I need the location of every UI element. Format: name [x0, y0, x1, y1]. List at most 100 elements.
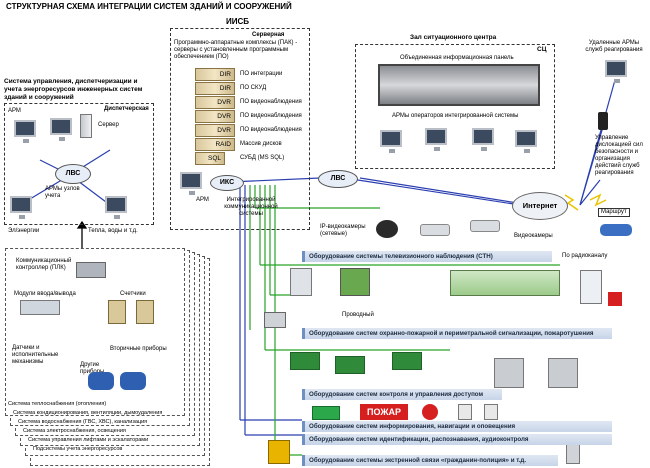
- row-label-5: ПО видеонаблюдения: [240, 127, 302, 133]
- wired-label: Проводный: [342, 312, 374, 318]
- fire-sign: ПОЖАР: [360, 404, 408, 420]
- arm-monitor-1: [14, 120, 36, 143]
- iisb-title: ИИСБ: [226, 17, 250, 26]
- iks-arm-monitor: [180, 172, 202, 195]
- flowmeter-1: [88, 372, 114, 390]
- server-box: [80, 114, 92, 138]
- remote-arms-label: Удаленные АРМы служб реагирования: [585, 40, 643, 53]
- row-label-4: ПО видеонаблюдения: [240, 113, 302, 119]
- cable-device-icon: [264, 312, 286, 328]
- operator-monitor-4: [515, 130, 537, 153]
- operator-monitor-2: [425, 128, 447, 151]
- row-tag-7: SQL: [207, 155, 221, 162]
- route-label: Маршрут: [598, 208, 630, 217]
- control-panel-icon: [290, 268, 312, 296]
- row-tag-3: DVR: [217, 99, 231, 106]
- remote-monitor: [605, 60, 627, 83]
- access-controller-2: [335, 356, 365, 374]
- bar-notify: Оборудование систем информирования, нави…: [302, 421, 612, 432]
- row-label-1: ПО интеграции: [240, 71, 283, 77]
- perimeter-image: [450, 270, 560, 296]
- heat-monitor: [105, 196, 127, 219]
- el-energy-label: Эл/энергии: [8, 228, 40, 234]
- access-controller-1: [290, 352, 320, 370]
- turnstile-icon: [494, 358, 524, 388]
- mobile-phone-icon: [598, 112, 608, 130]
- io-module-device: [20, 300, 60, 315]
- panel-label: Объединенная информационная панель: [400, 55, 514, 61]
- bar-fire-security: Оборудование систем охранно-пожарной и п…: [302, 328, 612, 339]
- operators-label: АРМы операторов интегрированной системы: [392, 113, 519, 119]
- heat-label: Тепла, воды и т.д.: [88, 228, 138, 234]
- ipcam-label: IP-видеокамеры (сетевые): [320, 224, 366, 237]
- video-camera-icon: [470, 220, 500, 232]
- remote-control-label: Управление дислокацией сил безопасности …: [595, 135, 643, 176]
- iks-node: ИКС: [210, 175, 244, 191]
- meter-1: [108, 300, 126, 324]
- access-controller-3: [392, 352, 422, 370]
- bar-cctv: Оборудование системы телевизионного набл…: [302, 251, 552, 262]
- speaker-icon: [458, 404, 472, 420]
- iisb-frame: [170, 28, 310, 230]
- page-title: СТРУКТУРНАЯ СХЕМА ИНТЕГРАЦИИ СИСТЕМ ЗДАН…: [6, 2, 292, 11]
- ip-camera-icon: [420, 224, 450, 236]
- el-energy-monitor: [10, 196, 32, 219]
- meters-label: Счетчики: [120, 291, 146, 297]
- row-label-2: ПО СКУД: [240, 85, 267, 91]
- dome-camera-icon: [376, 220, 398, 238]
- operator-monitor-3: [472, 128, 494, 151]
- siren-icon: [422, 404, 438, 420]
- system-label-3: Система водоснабжения (ГВС, ХВС), канали…: [18, 419, 148, 425]
- videocam-label: Видеокамеры: [514, 233, 553, 239]
- row-label-7: СУБД (MS SQL): [240, 155, 285, 161]
- center-lvs-node: ЛВС: [318, 170, 358, 188]
- ppk-label: Программно-аппаратные комплексы (ПАК) - …: [174, 40, 298, 60]
- sensors-label: Датчики и исполнительные механизмы: [12, 345, 59, 365]
- arm-label: АРМ: [8, 108, 21, 114]
- row-label-6: Массив дисков: [240, 141, 282, 147]
- system-label-6: Подсистемы учета энергоресурсов: [33, 446, 123, 452]
- meter-2: [136, 300, 154, 324]
- radio-keypad-icon: [580, 270, 602, 304]
- left-heading: Система управления, диспетчеризации и уч…: [4, 78, 143, 101]
- center-frame: [355, 44, 555, 169]
- center-title: Зал ситуационного центра: [410, 34, 497, 41]
- fire-button-icon: [608, 292, 622, 306]
- plk-device: [76, 262, 106, 278]
- arm-nodes-label: АРМы узлов учета: [45, 186, 80, 199]
- system-label-1: Система теплоснабжения (отопления): [8, 401, 107, 407]
- row-label-3: ПО видеонаблюдения: [240, 99, 302, 105]
- server-room-label: Серверная: [252, 32, 285, 38]
- bar-identify: Оборудование систем идентификации, распо…: [302, 434, 612, 445]
- system-label-2: Система кондиционирования, вентиляции, д…: [13, 410, 163, 416]
- row-tag-1: DIR: [219, 71, 231, 78]
- turnstile-icon-2: [548, 358, 578, 388]
- io-modules-label: Модули ввода/вывода: [14, 291, 76, 297]
- bar-access: Оборудование систем контроля и управлени…: [302, 389, 502, 400]
- patrol-car-icon: [600, 224, 632, 236]
- dispatch-label: Диспетчерская: [104, 106, 149, 112]
- alarm-panel-icon: [340, 268, 370, 296]
- center-code: СЦ: [537, 46, 547, 53]
- secondary-label: Вторичные приборы: [110, 346, 167, 352]
- row-tag-6: RAID: [215, 141, 231, 148]
- row-tag-4: DVR: [217, 113, 231, 120]
- exit-sign-icon: [312, 406, 340, 420]
- left-system-frame: [4, 103, 154, 225]
- internet-cloud: Интернет: [512, 192, 568, 220]
- system-label-5: Система управления лифтами и эскалаторам…: [28, 437, 149, 443]
- left-lvs-node: ЛВС: [55, 164, 91, 184]
- system-label-4: Система электроснабжения, освещения: [23, 428, 126, 434]
- row-tag-5: DVR: [217, 127, 231, 134]
- iks-arm-desc: Интегрированной коммуникационной системы: [224, 197, 278, 217]
- radio-label: По радиоканалу: [562, 253, 608, 259]
- info-panel: [378, 64, 540, 106]
- flowmeter-2: [120, 372, 146, 390]
- loudspeaker-icon: [484, 404, 498, 420]
- iks-arm-label: АРМ: [196, 197, 209, 203]
- plk-label: Коммуникационный контроллер (ПЛК): [16, 258, 72, 271]
- row-tag-2: DIR: [219, 85, 231, 92]
- emergency-call-icon: [268, 440, 290, 464]
- arm-monitor-2: [50, 118, 72, 141]
